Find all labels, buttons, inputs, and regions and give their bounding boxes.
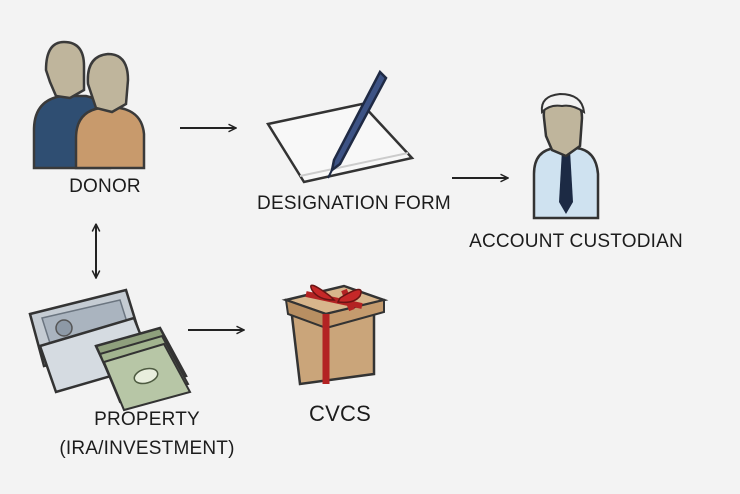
certificates-money-icon: [28, 288, 192, 412]
property-label-line1: PROPERTY: [94, 409, 200, 430]
cvcs-label: CVCS: [309, 401, 371, 426]
property-label: PROPERTY (IRA/INVESTMENT): [40, 405, 254, 463]
two-people-icon: [32, 40, 146, 170]
designation-form-label: DESIGNATION FORM: [257, 193, 451, 214]
businessman-icon: [532, 92, 600, 220]
donor-label: DONOR: [69, 176, 141, 197]
gift-box-icon: [281, 284, 389, 386]
property-label-line2: (IRA/INVESTMENT): [59, 438, 235, 459]
account-custodian-label: ACCOUNT CUSTODIAN: [469, 231, 683, 252]
document-pen-icon: [265, 69, 415, 184]
